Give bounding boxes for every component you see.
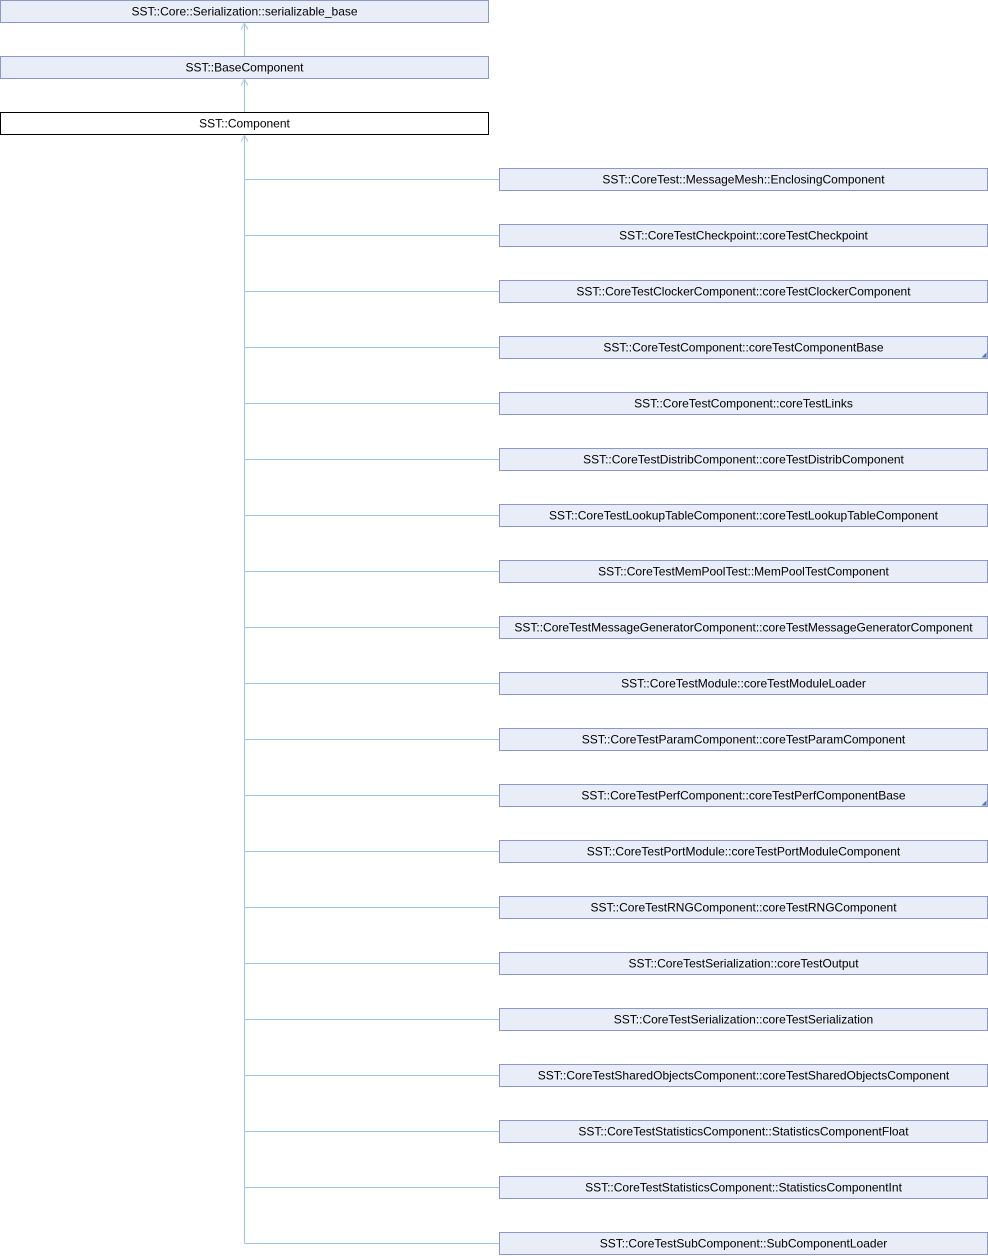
inheritance-arrowhead-icon bbox=[240, 78, 249, 86]
more-derived-indicator-icon bbox=[981, 352, 987, 358]
derived-class-node-label: SST::CoreTestDistribComponent::coreTestD… bbox=[583, 453, 904, 467]
ancestor-class-node-label: SST::Core::Serialization::serializable_b… bbox=[131, 5, 357, 19]
derived-class-node-label: SST::CoreTestPerfComponent::coreTestPerf… bbox=[581, 789, 905, 803]
derived-class-node-label: SST::CoreTestComponent::coreTestLinks bbox=[634, 397, 853, 411]
derived-class-node[interactable]: SST::CoreTestCheckpoint::coreTestCheckpo… bbox=[499, 224, 988, 247]
derived-class-node-label: SST::CoreTest::MessageMesh::EnclosingCom… bbox=[602, 173, 885, 187]
more-derived-indicator-icon bbox=[981, 800, 987, 806]
derived-class-node[interactable]: SST::CoreTestComponent::coreTestComponen… bbox=[499, 336, 988, 359]
derived-class-node-label: SST::CoreTestParamComponent::coreTestPar… bbox=[582, 733, 906, 747]
derived-class-node[interactable]: SST::CoreTestModule::coreTestModuleLoade… bbox=[499, 672, 988, 695]
derived-class-node[interactable]: SST::CoreTestParamComponent::coreTestPar… bbox=[499, 728, 988, 751]
current-class-node-box[interactable] bbox=[0, 112, 489, 135]
derived-class-node-label: SST::CoreTestClockerComponent::coreTestC… bbox=[576, 285, 911, 299]
derived-class-node-label: SST::CoreTestModule::coreTestModuleLoade… bbox=[621, 677, 866, 691]
derived-class-node[interactable]: SST::CoreTestMemPoolTest::MemPoolTestCom… bbox=[499, 560, 988, 583]
derived-class-node-label: SST::CoreTestMemPoolTest::MemPoolTestCom… bbox=[598, 565, 889, 579]
ancestor-class-node-box[interactable] bbox=[0, 0, 489, 23]
derived-class-node[interactable]: SST::CoreTestRNGComponent::coreTestRNGCo… bbox=[499, 896, 988, 919]
ancestor-class-node-box[interactable] bbox=[0, 56, 489, 79]
derived-class-node[interactable]: SST::CoreTestMessageGeneratorComponent::… bbox=[499, 616, 988, 639]
derived-class-node[interactable]: SST::CoreTest::MessageMesh::EnclosingCom… bbox=[499, 168, 988, 191]
inheritance-arrowhead-icon bbox=[240, 134, 249, 142]
derived-class-node-label: SST::CoreTestSerialization::coreTestSeri… bbox=[614, 1013, 873, 1027]
derived-class-node-label: SST::CoreTestCheckpoint::coreTestCheckpo… bbox=[619, 229, 868, 243]
derived-class-node-label: SST::CoreTestRNGComponent::coreTestRNGCo… bbox=[590, 901, 897, 915]
derived-class-node-label: SST::CoreTestStatisticsComponent::Statis… bbox=[585, 1181, 902, 1195]
derived-class-node[interactable]: SST::CoreTestDistribComponent::coreTestD… bbox=[499, 448, 988, 471]
derived-class-node[interactable]: SST::CoreTestStatisticsComponent::Statis… bbox=[499, 1176, 988, 1199]
derived-class-node[interactable]: SST::CoreTestStatisticsComponent::Statis… bbox=[499, 1120, 988, 1143]
derived-class-node[interactable]: SST::CoreTestSharedObjectsComponent::cor… bbox=[499, 1064, 988, 1087]
derived-class-node-label: SST::CoreTestSerialization::coreTestOutp… bbox=[628, 957, 859, 971]
derived-class-node-label: SST::CoreTestComponent::coreTestComponen… bbox=[603, 341, 883, 355]
derived-class-node[interactable]: SST::CoreTestSerialization::coreTestSeri… bbox=[499, 1008, 988, 1031]
derived-class-node-label: SST::CoreTestStatisticsComponent::Statis… bbox=[578, 1125, 909, 1139]
current-class-node-label: SST::Component bbox=[199, 117, 290, 131]
edges bbox=[240, 22, 500, 1244]
derived-class-node[interactable]: SST::CoreTestComponent::coreTestLinks bbox=[499, 392, 988, 415]
inheritance-arrowhead-icon bbox=[240, 22, 249, 30]
derived-class-node-label: SST::CoreTestLookupTableComponent::coreT… bbox=[549, 509, 939, 523]
derived-class-node-label: SST::CoreTestSharedObjectsComponent::cor… bbox=[538, 1069, 950, 1083]
derived-class-node[interactable]: SST::CoreTestClockerComponent::coreTestC… bbox=[499, 280, 988, 303]
derived-class-node[interactable]: SST::CoreTestLookupTableComponent::coreT… bbox=[499, 504, 988, 527]
derived-class-node[interactable]: SST::CoreTestPerfComponent::coreTestPerf… bbox=[499, 784, 988, 807]
ancestor-class-node[interactable]: SST::Core::Serialization::serializable_b… bbox=[0, 0, 489, 23]
derived-class-node[interactable]: SST::CoreTestPortModule::coreTestPortMod… bbox=[499, 840, 988, 863]
ancestor-class-node-label: SST::BaseComponent bbox=[185, 61, 304, 75]
derived-class-node-label: SST::CoreTestPortModule::coreTestPortMod… bbox=[587, 845, 901, 859]
derived-class-node-label: SST::CoreTestSubComponent::SubComponentL… bbox=[600, 1237, 888, 1251]
derived-class-node[interactable]: SST::CoreTestSerialization::coreTestOutp… bbox=[499, 952, 988, 975]
derived-class-node[interactable]: SST::CoreTestSubComponent::SubComponentL… bbox=[499, 1232, 988, 1255]
derived-class-node-label: SST::CoreTestMessageGeneratorComponent::… bbox=[514, 621, 973, 635]
ancestor-class-node[interactable]: SST::BaseComponent bbox=[0, 56, 489, 79]
current-class-node[interactable]: SST::Component bbox=[0, 112, 489, 135]
